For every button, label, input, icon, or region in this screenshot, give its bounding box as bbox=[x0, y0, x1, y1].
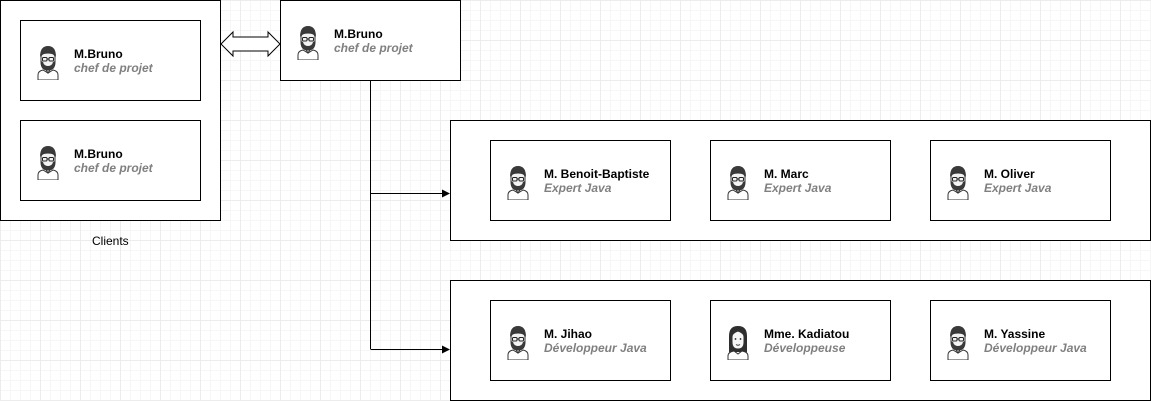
expert-card-2[interactable]: M. Marc Expert Java bbox=[710, 140, 891, 221]
expert-card-1[interactable]: M. Benoit-Baptiste Expert Java bbox=[490, 140, 671, 221]
man-avatar-icon bbox=[296, 24, 320, 60]
person-name: M.Bruno bbox=[74, 147, 123, 161]
person-role: Expert Java bbox=[984, 181, 1052, 195]
person-name: M. Oliver bbox=[984, 167, 1035, 181]
person-name: M. Benoit-Baptiste bbox=[544, 167, 650, 181]
developer-card-3[interactable]: M. Yassine Développeur Java bbox=[930, 300, 1111, 381]
developer-arrowhead bbox=[442, 345, 450, 354]
person-name: M. Yassine bbox=[984, 327, 1046, 341]
person-role: chef de projet bbox=[74, 161, 153, 175]
person-role: Développeuse bbox=[764, 341, 846, 355]
developer-card-2[interactable]: Mme. Kadiatou Développeuse bbox=[710, 300, 891, 381]
person-name: M. Jihao bbox=[544, 327, 593, 341]
man-avatar-icon bbox=[946, 164, 970, 200]
man-avatar-icon bbox=[36, 44, 60, 80]
expert-card-3[interactable]: M. Oliver Expert Java bbox=[930, 140, 1111, 221]
developer-card-1[interactable]: M. Jihao Développeur Java bbox=[490, 300, 671, 381]
clients-caption: Clients bbox=[92, 234, 129, 248]
bidirectional-arrow bbox=[220, 30, 281, 58]
man-avatar-icon bbox=[506, 324, 530, 360]
person-role: Expert Java bbox=[544, 181, 612, 195]
person-name: M.Bruno bbox=[334, 27, 383, 41]
man-avatar-icon bbox=[946, 324, 970, 360]
person-role: chef de projet bbox=[74, 61, 153, 75]
manager-card[interactable]: M.Bruno chef de projet bbox=[280, 0, 461, 81]
expert-arrowhead bbox=[442, 189, 450, 198]
person-role: chef de projet bbox=[334, 41, 413, 55]
man-avatar-icon bbox=[36, 144, 60, 180]
person-name: M. Marc bbox=[764, 167, 809, 181]
woman-avatar-icon bbox=[726, 324, 750, 360]
man-avatar-icon bbox=[726, 164, 750, 200]
client-card-2[interactable]: M.Bruno chef de projet bbox=[20, 120, 201, 201]
man-avatar-icon bbox=[506, 164, 530, 200]
person-name: Mme. Kadiatou bbox=[764, 327, 850, 341]
person-role: Développeur Java bbox=[984, 341, 1087, 355]
person-role: Expert Java bbox=[764, 181, 832, 195]
client-card-1[interactable]: M.Bruno chef de projet bbox=[20, 20, 201, 101]
person-name: M.Bruno bbox=[74, 47, 123, 61]
person-role: Développeur Java bbox=[544, 341, 647, 355]
